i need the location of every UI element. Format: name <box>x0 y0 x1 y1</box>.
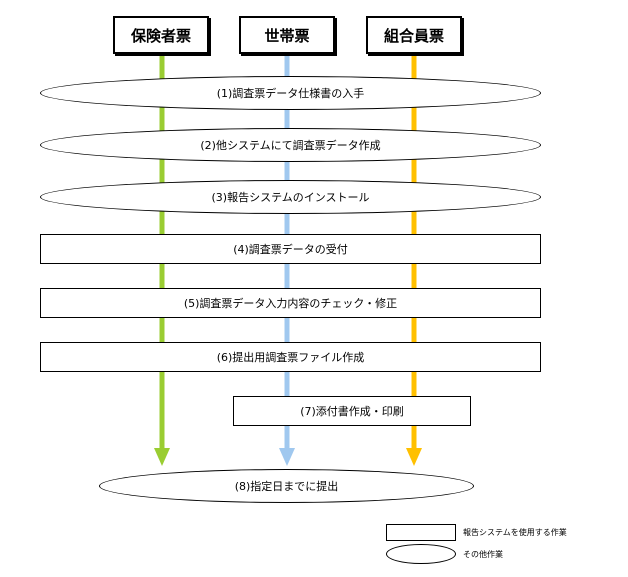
lane-arrow-hokensha <box>154 448 170 466</box>
step-7-box: (7)添付書作成・印刷 <box>233 396 471 426</box>
column-header-hokensha: 保険者票 <box>113 16 209 54</box>
legend-system-label: 報告システムを使用する作業 <box>463 528 567 537</box>
legend-other-oval <box>386 544 456 564</box>
step-2-oval: (2)他システムにて調査票データ作成 <box>40 128 541 162</box>
legend-other-label: その他作業 <box>463 550 503 559</box>
step-1-oval: (1)調査票データ仕様書の入手 <box>40 76 541 110</box>
lane-arrow-setai <box>279 448 295 466</box>
legend-system-box <box>386 524 456 541</box>
step-5-box: (5)調査票データ入力内容のチェック・修正 <box>40 288 541 318</box>
step-4-box: (4)調査票データの受付 <box>40 234 541 264</box>
step-3-oval: (3)報告システムのインストール <box>40 180 541 214</box>
column-header-setai: 世帯票 <box>239 16 335 54</box>
column-header-kumiaiin: 組合員票 <box>366 16 462 54</box>
step-8-oval: (8)指定日までに提出 <box>99 469 474 503</box>
lane-arrow-kumiaiin <box>406 448 422 466</box>
step-6-box: (6)提出用調査票ファイル作成 <box>40 342 541 372</box>
